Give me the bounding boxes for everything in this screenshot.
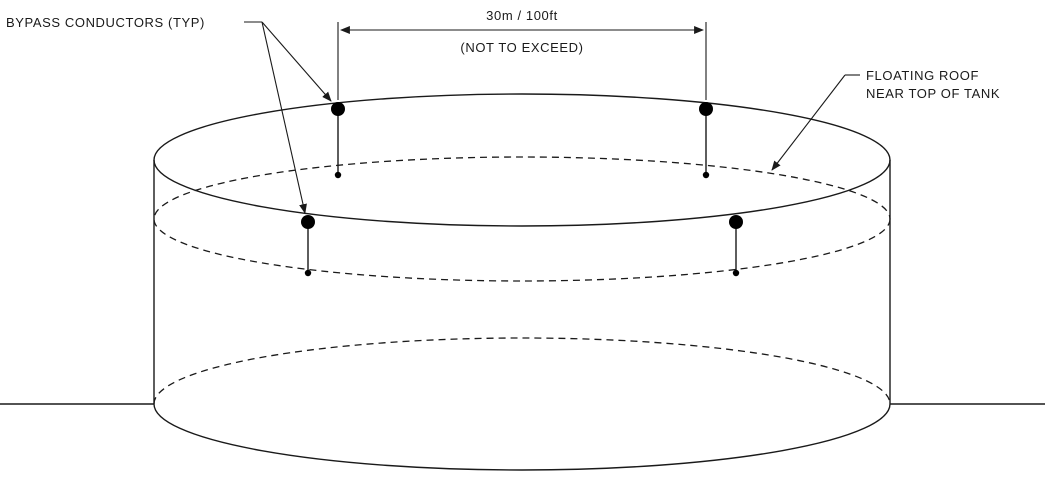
floating-roof-label-line1: FLOATING ROOF — [866, 68, 979, 83]
not-to-exceed-label: (NOT TO EXCEED) — [460, 40, 583, 55]
bypass-conductor-back-right — [699, 102, 713, 179]
bypass-conductor-front-right — [729, 215, 743, 277]
floating-roof — [153, 156, 891, 282]
bypass-conductors-label: BYPASS CONDUCTORS (TYP) — [6, 15, 205, 30]
tank-top-rim — [153, 93, 891, 227]
tank-base-back — [153, 337, 891, 405]
bypass-conductor-front-left — [301, 215, 315, 277]
spacing-dimension — [337, 22, 707, 100]
bypass-conductor-back-left — [331, 102, 345, 179]
bypass-conductors-leaders — [244, 21, 332, 214]
spacing-label: 30m / 100ft — [486, 8, 558, 23]
tank-base-front — [153, 403, 891, 471]
floating-roof-label-line2: NEAR TOP OF TANK — [866, 86, 1000, 101]
floating-roof-leader — [771, 74, 860, 171]
